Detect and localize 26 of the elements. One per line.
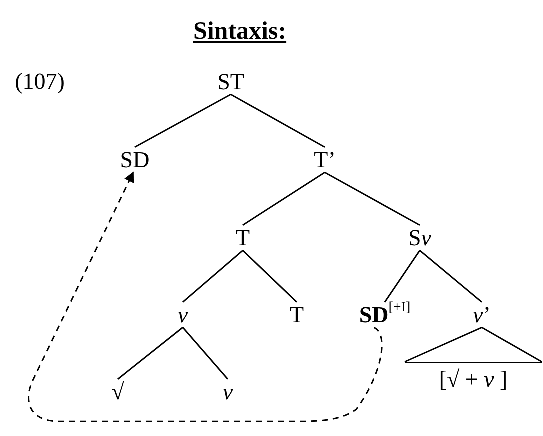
- tree-branch: [324, 172, 420, 226]
- category-label: √: [110, 379, 126, 405]
- tree-branch: [230, 94, 326, 148]
- tree-branch: [182, 327, 229, 380]
- category-label: SD: [119, 147, 151, 173]
- category-label: T’: [313, 147, 337, 173]
- movement-arrow: [28, 172, 383, 422]
- category-label: T: [234, 225, 252, 251]
- tree-branch: [384, 250, 421, 303]
- category-label: ST: [216, 69, 246, 95]
- tree-branch: [420, 250, 482, 303]
- tree-branch: [134, 94, 232, 148]
- tree-branch: [118, 327, 184, 380]
- triangle-branch: [404, 326, 543, 363]
- example-number: (107): [15, 69, 65, 95]
- tree-branch: [182, 250, 244, 303]
- category-label: SD$^{[+I]}$: [358, 302, 412, 328]
- category-label: T: [288, 302, 306, 328]
- tree-branch: [242, 172, 326, 226]
- category-label: v: [176, 302, 190, 328]
- title: Sintaxis:: [193, 18, 287, 46]
- category-label: Sv: [408, 225, 432, 251]
- category-label: v: [222, 379, 234, 405]
- bracketed-terminal: [√ + v ]: [405, 362, 542, 392]
- category-label: v’: [472, 302, 492, 328]
- tree-branch: [242, 250, 298, 303]
